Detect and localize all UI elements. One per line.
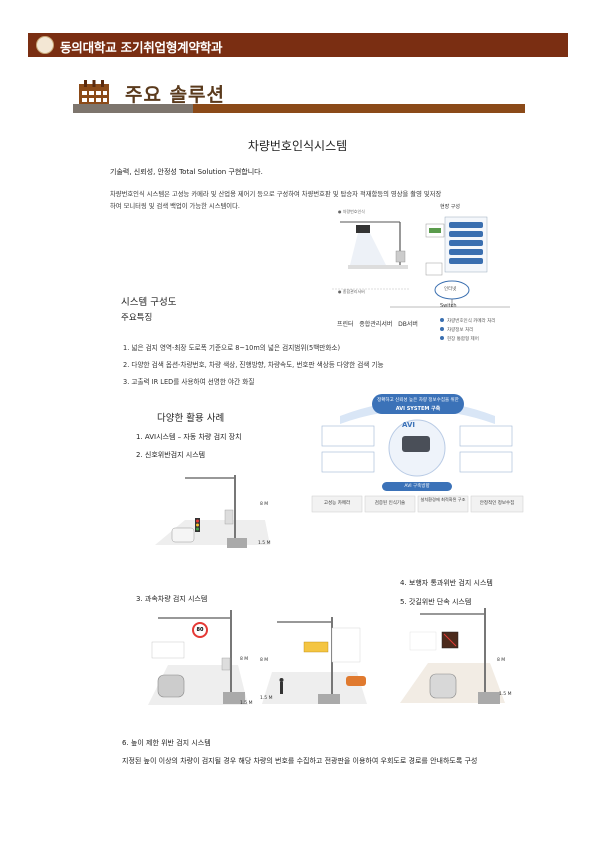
section-divider-brown (193, 104, 525, 113)
speed-violation-illustration (148, 610, 248, 705)
internet-label: 인터넷 (444, 287, 457, 292)
legend-1: 차량번호인식 카메라 처리 (447, 319, 496, 324)
intro-line-1: 차량번호인식 시스템은 고성능 카메라 및 산업용 제어기 등으로 구성하여 차… (110, 191, 442, 198)
shoulder-height-15m: 1.5 M (499, 692, 512, 697)
feature-3: 3. 고출력 IR LED를 사용하여 선명한 야간 화질 (123, 378, 255, 386)
shoulder-height-8m: 8 M (497, 658, 506, 663)
usage-title: 다양한 활용 사례 (157, 413, 225, 424)
signal-height-15m: 1.5 M (258, 541, 271, 546)
speed-height-15m: 1.5 M (240, 701, 253, 706)
item-6-title: 6. 높이 제한 위반 검지 시스템 (122, 739, 211, 747)
avi-banner-1: 정확하고 신뢰성 높은 차량 정보수집을 위한 (377, 398, 459, 403)
signal-violation-illustration (155, 475, 270, 548)
speed-sign-value: 80 (196, 627, 204, 633)
university-seal-icon (36, 36, 54, 54)
signal-height-8m: 8 M (260, 502, 269, 507)
field-config-label: 현장 구성 (440, 204, 460, 210)
item-3: 3. 과속차량 검지 시스템 (136, 595, 208, 603)
intro-line-2: 하여 모니터링 및 검색 백업이 가능한 시스템이다. (110, 203, 240, 210)
feature-1: 1. 넓은 검지 영역-최장 도로폭 기준으로 8~10m의 넓은 검지범위(5… (123, 344, 341, 352)
legend-2: 차량정보 처리 (447, 328, 474, 333)
system-config-title: 시스템 구성도 (121, 297, 177, 308)
shoulder-violation-illustration (400, 608, 505, 704)
feature-2: 2. 다양한 검색 옵션-차량번호, 차량 색상, 진행방향, 차량속도, 번호… (123, 361, 384, 369)
item-5: 5. 갓길위반 단속 시스템 (400, 598, 472, 606)
item-6-desc: 지정된 높이 이상의 차량이 검지될 경우 해당 차량의 번호를 수집하고 전광… (122, 757, 478, 765)
switch-label: Switch (440, 303, 457, 309)
svg-text:● 종합관리서버: ● 종합관리서버 (338, 288, 365, 294)
usage-item-2: 2. 신호위반검지 시스템 (136, 451, 206, 459)
ped-height-15m: 1.5 M (260, 696, 273, 701)
avi-box-3: 설치환경에 최적화된 구조 (420, 497, 466, 502)
ped-height-8m: 8 M (260, 658, 269, 663)
header-bar (28, 33, 568, 57)
tagline: 기술력, 신뢰성, 안정성 Total Solution 구현합니다. (110, 168, 263, 176)
pedestrian-violation-illustration (262, 617, 367, 704)
item-4: 4. 보행자 통과위반 검지 시스템 (400, 579, 493, 587)
diagram-bottom-labels: 프린터 종합관리서버 DB서버 (337, 321, 418, 328)
legend-3: 현장 통합형 제어 (447, 337, 479, 342)
avi-logo: AVI (402, 421, 415, 429)
avi-diagram (311, 394, 524, 513)
avi-box-4: 안정적인 정보수집 (479, 501, 515, 506)
doc-title: 차량번호인식시스템 (247, 139, 348, 153)
avi-banner-2: AVI SYSTEM 구축 (395, 406, 441, 412)
speed-height-8m: 8 M (240, 657, 249, 662)
svg-text:● 차량번호인식: ● 차량번호인식 (338, 208, 365, 214)
section-title: 주요 솔루션 (125, 84, 226, 106)
features-title: 주요특징 (121, 313, 153, 323)
avi-box-1: 고성능 카메라 (323, 501, 351, 506)
avi-box-2: 검증된 인식기술 (374, 501, 406, 506)
section-divider-gray (73, 104, 193, 113)
avi-center-label: AVI 구축방향 (404, 484, 430, 489)
system-diagram: ● 차량번호인식 ● 종합관리서버 (332, 208, 510, 340)
usage-item-1: 1. AVI시스템 – 자동 차량 검지 장치 (136, 433, 242, 441)
header-title: 동의대학교 조기취업형계약학과 (60, 40, 223, 55)
